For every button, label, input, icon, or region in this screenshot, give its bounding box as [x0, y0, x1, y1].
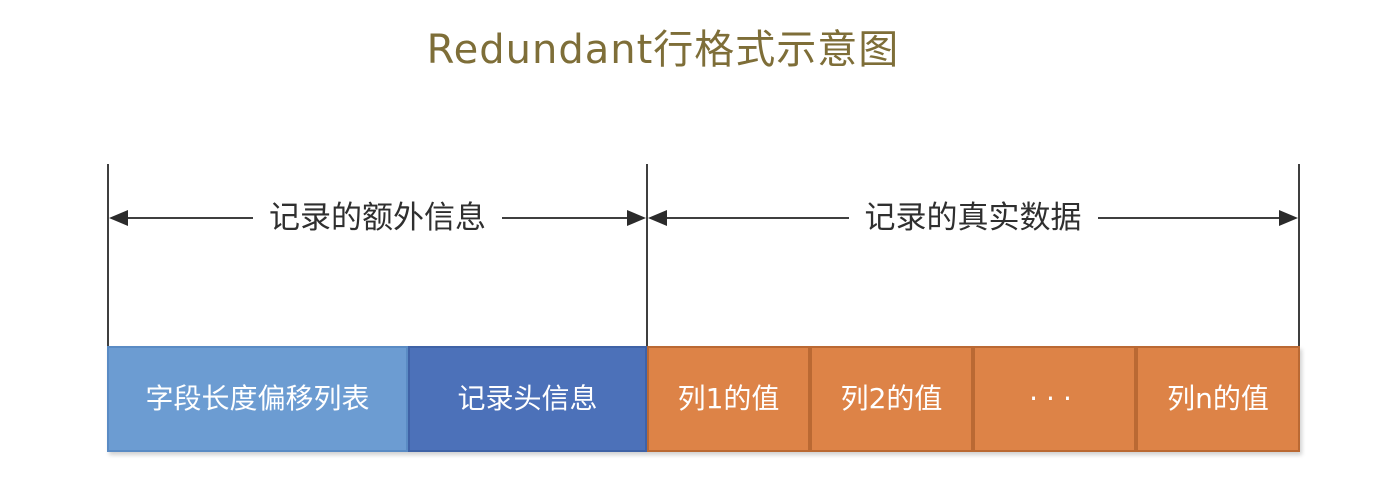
box-column-ellipsis: ··· [973, 346, 1136, 452]
box-column-2-value: 列2的值 [810, 346, 973, 452]
box-column-n-value: 列n的值 [1136, 346, 1300, 452]
boundary-line-left [107, 164, 109, 347]
diagram-title: Redundant行格式示意图 [426, 27, 900, 73]
box-field-length-offset-list: 字段长度偏移列表 [107, 346, 408, 452]
box-column-1-value: 列1的值 [647, 346, 810, 452]
dimension-label-extra-info: 记录的额外信息 [269, 199, 486, 236]
box-record-header-info: 记录头信息 [408, 346, 647, 452]
dimension-line [667, 217, 849, 219]
arrowhead-left-icon [648, 210, 667, 226]
arrowhead-right-icon [1279, 210, 1298, 226]
record-structure-row: 字段长度偏移列表 记录头信息 列1的值 列2的值 ··· 列n的值 [107, 346, 1300, 452]
arrowhead-left-icon [109, 210, 128, 226]
dimension-arrow-real-data: 记录的真实数据 [648, 202, 1298, 234]
boundary-line-right [1298, 164, 1300, 347]
dimension-line [128, 217, 253, 219]
dimension-line [502, 217, 627, 219]
boundary-line-middle [646, 164, 648, 347]
dimension-label-real-data: 记录的真实数据 [864, 199, 1082, 236]
dimension-arrow-extra-info: 记录的额外信息 [109, 202, 646, 234]
arrowhead-right-icon [627, 210, 646, 226]
dimension-line [1097, 217, 1279, 219]
